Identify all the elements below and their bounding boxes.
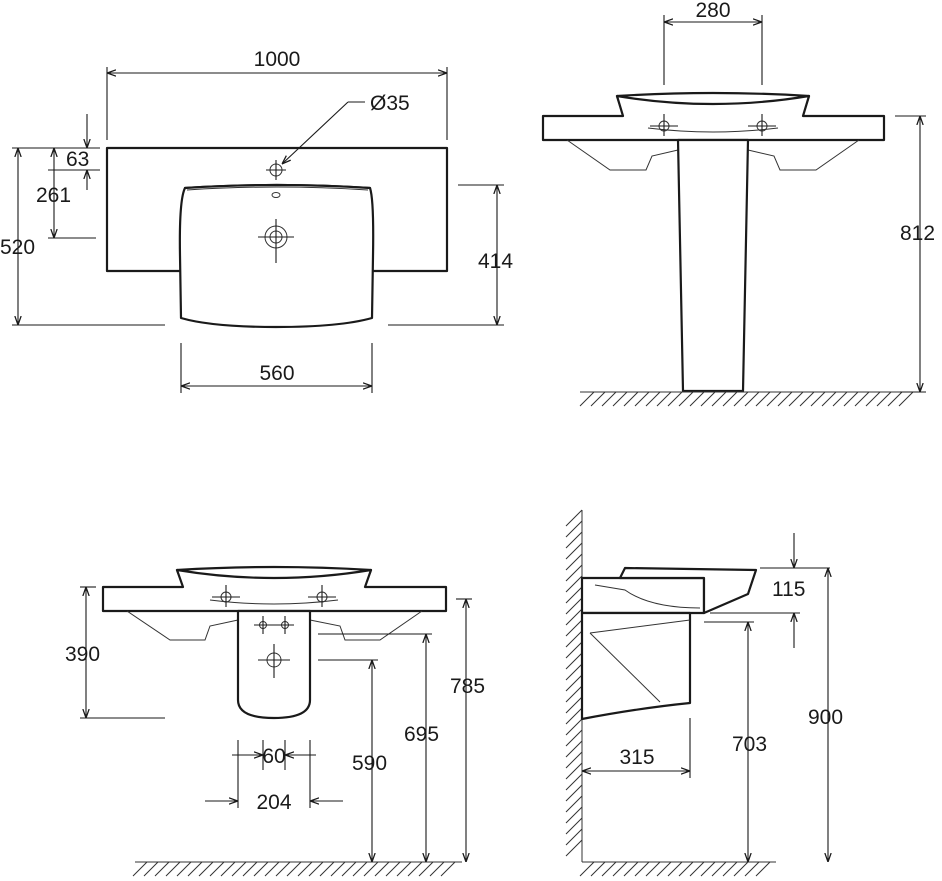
dim-560: 560: [259, 362, 294, 385]
dim-520: 520: [0, 236, 35, 259]
dim-63: 63: [66, 148, 89, 171]
dim-695: 695: [404, 723, 439, 746]
dim-900: 900: [808, 706, 843, 729]
wall-front-floor: [132, 861, 462, 877]
dim-115: 115: [772, 578, 805, 601]
dim-390: 390: [65, 643, 100, 666]
pedestal-tap-hole-right-icon: [748, 114, 776, 136]
dim-315: 315: [619, 746, 654, 769]
pedestal-front-view: 280 812: [541, 0, 935, 407]
pedestal-countertop: [541, 94, 886, 142]
wall-fixing-holes-icon: [254, 616, 294, 634]
side-semi-pedestal: [580, 611, 692, 721]
pedestal-floor: [579, 391, 914, 407]
side-floor: [579, 861, 776, 877]
wall-countertop: [101, 568, 448, 613]
dim-785: 785: [450, 675, 485, 698]
dim-hole-diameter: Ø35: [370, 92, 410, 115]
side-bowl: [618, 566, 758, 615]
dim-261: 261: [36, 184, 71, 207]
dim-414: 414: [478, 250, 513, 273]
dim-703: 703: [732, 733, 767, 756]
side-wall: [565, 509, 583, 862]
top-tap-hole-icon: [266, 160, 286, 180]
dim-204: 204: [256, 791, 291, 814]
dim-812: 812: [900, 222, 935, 245]
dim-280: 280: [695, 0, 730, 22]
side-view: 115 315 703 900: [565, 509, 843, 877]
wall-drain-outlet-icon: [258, 644, 290, 678]
top-overflow-icon: [271, 192, 281, 198]
dim-60: 60: [262, 745, 285, 768]
wall-tap-hole-right-icon: [308, 585, 336, 607]
dim-590: 590: [352, 752, 387, 775]
pedestal-column: [676, 138, 750, 393]
top-drain-icon: [258, 219, 294, 263]
dim-1000: 1000: [254, 48, 301, 71]
pedestal-tap-hole-left-icon: [650, 114, 678, 136]
top-view: 1000 Ø35 520 63 261 414 560: [0, 48, 513, 393]
wall-tap-hole-left-icon: [212, 585, 240, 607]
wall-front-view: 390 785 695 590 60 204: [65, 565, 485, 877]
